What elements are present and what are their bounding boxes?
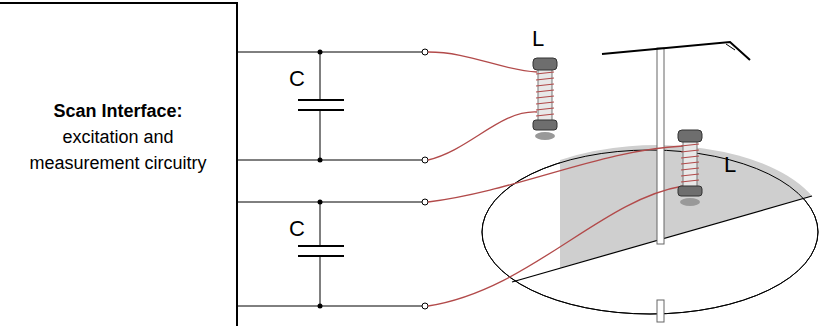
capacitor-label: C — [289, 218, 305, 240]
box-heading: Scan Interface: — [14, 98, 222, 124]
capacitor-label: C — [289, 68, 305, 90]
inductor-label: L — [532, 28, 544, 50]
box-body: excitation and measurement circuitry — [14, 124, 222, 176]
inductor-label: L — [724, 154, 736, 176]
interface-box: Scan Interface:excitation and measuremen… — [0, 2, 238, 326]
